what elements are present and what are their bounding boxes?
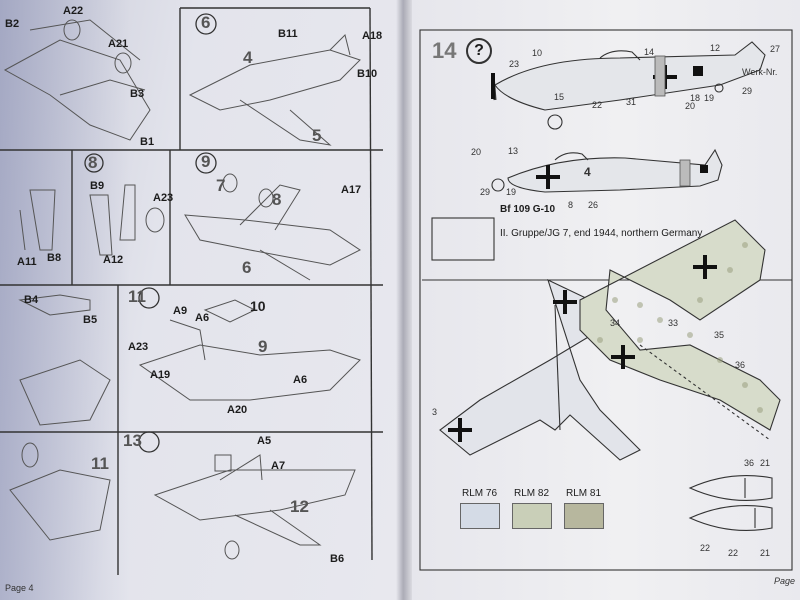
callout-5: 5 — [312, 126, 322, 145]
part-B5: B5 — [83, 314, 98, 326]
callout-11: 11 — [91, 454, 109, 473]
part-B3: B3 — [130, 88, 145, 100]
canopy-number-4: 21 — [760, 548, 771, 558]
callout-top-8: 15 — [554, 92, 565, 102]
canopy-number-2: 22 — [700, 543, 711, 553]
callout-12: 12 — [290, 497, 309, 516]
aircraft-code: Bf 109 G-10 — [500, 204, 556, 215]
part-B6: B6 — [330, 553, 345, 565]
question-mark-icon: ? — [466, 38, 492, 64]
canopy-number-3: 22 — [728, 548, 739, 558]
part-B1: B1 — [140, 136, 155, 148]
part-A5: A5 — [257, 435, 272, 447]
serial-text: Werk-Nr. — [742, 67, 778, 77]
aircraft-unit: II. Gruppe/JG 7, end 1944, northern Germ… — [500, 228, 703, 239]
callout-top-10: 19 — [704, 93, 715, 103]
callout-mid-6: 4 — [584, 165, 591, 179]
callout-7: 7 — [216, 176, 226, 195]
step-8-number: 8 — [88, 153, 98, 172]
callout-top-7: 22 — [592, 100, 603, 110]
callout-top-2: 14 — [644, 47, 655, 57]
callout-top-5: 27 — [770, 44, 781, 54]
callout-top-4: 20 — [685, 101, 696, 111]
part-A22: A22 — [63, 5, 84, 17]
part-A11: A11 — [17, 256, 37, 268]
callout-plan-4: 3 — [432, 407, 438, 417]
callout-8: 8 — [272, 190, 282, 209]
part-B11: B11 — [278, 28, 298, 40]
part-A18: A18 — [362, 30, 383, 42]
part-A21: A21 — [108, 38, 129, 50]
callout-plan-0: 33 — [668, 318, 679, 328]
color-label-rlm82: RLM 82 — [514, 488, 550, 499]
color-swatch-rlm81 — [564, 503, 604, 529]
callout-plan-1: 34 — [610, 318, 621, 328]
callout-top-9: 18 — [690, 93, 701, 103]
color-swatch-rlm82 — [512, 503, 552, 529]
callout-top-1: 10 — [532, 48, 543, 58]
callout-6: 6 — [242, 258, 252, 277]
part-B2: B2 — [5, 18, 20, 30]
step-13-number: 13 — [123, 431, 142, 450]
part-A23: A23 — [153, 192, 174, 204]
callout-top-6: 31 — [626, 97, 637, 107]
step-6-number: 6 — [201, 13, 211, 32]
step-11-number: 11 — [128, 287, 146, 306]
part-B4: B4 — [24, 294, 39, 306]
color-swatch-rlm76 — [460, 503, 500, 529]
part-A19: A19 — [150, 369, 171, 381]
canopy-number-0: 36 — [744, 458, 755, 468]
callout-9: 9 — [258, 337, 268, 356]
part-A7: A7 — [271, 460, 286, 472]
step-14-number: 14 — [432, 38, 457, 63]
part-A6-b: A6 — [293, 374, 308, 386]
callout-mid-2: 29 — [480, 187, 491, 197]
color-label-rlm76: RLM 76 — [462, 488, 498, 499]
part-A23-b: A23 — [128, 341, 149, 353]
callout-mid-5: 26 — [588, 200, 599, 210]
callout-mid-0: 20 — [471, 147, 482, 157]
callout-plan-2: 35 — [714, 330, 725, 340]
callout-top-0: 23 — [509, 59, 520, 69]
part-A12: A12 — [103, 254, 124, 266]
callout-plan-3: 36 — [735, 360, 746, 370]
callout-mid-4: 8 — [568, 200, 574, 210]
part-B8: B8 — [47, 252, 62, 264]
color-label-rlm81: RLM 81 — [566, 488, 602, 499]
callout-top-3: 12 — [710, 43, 721, 53]
part-A20: A20 — [227, 404, 248, 416]
left-page-footer: Page 4 — [5, 583, 34, 593]
part-A17: A17 — [341, 184, 362, 196]
part-A6: A6 — [195, 312, 210, 324]
callout-4: 4 — [243, 48, 253, 67]
part-A10: 10 — [250, 298, 266, 314]
callout-mid-1: 13 — [508, 146, 519, 156]
page-fold — [396, 0, 412, 600]
left-instruction-page — [0, 0, 404, 600]
canopy-number-1: 21 — [760, 458, 771, 468]
part-A9: A9 — [173, 305, 188, 317]
right-page-footer: Page — [774, 576, 796, 586]
part-B9: B9 — [90, 180, 105, 192]
callout-top-11: 29 — [742, 86, 753, 96]
step-9-number: 9 — [201, 152, 211, 171]
part-B10: B10 — [357, 68, 378, 80]
callout-mid-3: 19 — [506, 187, 517, 197]
